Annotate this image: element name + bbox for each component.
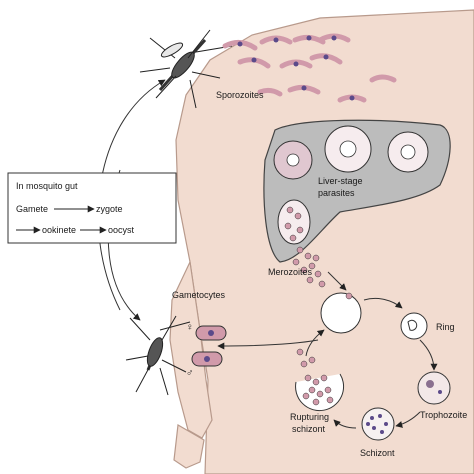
rbc-ring-stage	[400, 312, 428, 340]
liver-cell-1	[273, 140, 313, 180]
arrow-to-trophozoite	[419, 339, 438, 371]
arrow-merozoites-to-rbc	[327, 271, 347, 291]
rbc-schizont	[361, 407, 395, 441]
sporozoites-group	[222, 33, 417, 131]
label-liver-stage-line1: Liver-stage	[318, 176, 363, 186]
hand	[173, 424, 205, 469]
rbc-rupturing-schizont	[295, 348, 345, 412]
gut-box-zygote: zygote	[96, 204, 123, 214]
liver-cell-2	[324, 125, 372, 173]
label-rupturing-line1: Rupturing	[290, 412, 329, 422]
rbc-trophozoite	[417, 371, 451, 405]
arrow-to-gametocytes	[217, 339, 319, 350]
mosquito-top-icon	[139, 29, 233, 109]
liver-cell-4	[277, 199, 311, 245]
label-schizont: Schizont	[360, 448, 395, 458]
label-gametocytes: Gametocytes	[172, 290, 226, 300]
label-rupturing-line2: schizont	[292, 424, 326, 434]
label-ring: Ring	[436, 322, 455, 332]
sporozoite	[369, 74, 397, 83]
gametocytes-group	[191, 325, 227, 367]
arrow-to-rupturing	[333, 419, 357, 429]
arrow-to-ring	[363, 297, 403, 309]
sporozoite	[257, 87, 283, 97]
label-trophozoite: Trophozoite	[420, 410, 467, 420]
gut-box-title: In mosquito gut	[16, 181, 78, 191]
gut-box-oocyst: oocyst	[108, 225, 135, 235]
merozoites-cluster	[292, 246, 326, 288]
mosquito-gut-box: In mosquito gut Gamete zygote ookinete o…	[7, 172, 177, 244]
rbc-uninfected	[320, 292, 362, 334]
label-merozoites: Merozoites	[268, 267, 313, 277]
mosquito-bottom-icon	[125, 315, 191, 396]
male-symbol: ♂	[186, 368, 194, 379]
gut-box-ookinete: ookinete	[42, 225, 76, 235]
female-symbol: ♀	[186, 322, 194, 333]
label-sporozoites: Sporozoites	[216, 90, 264, 100]
gut-box-gamete: Gamete	[16, 204, 48, 214]
arrow-to-schizont	[395, 411, 421, 428]
liver-cell-3	[387, 131, 429, 173]
label-liver-stage-line2: parasites	[318, 188, 355, 198]
